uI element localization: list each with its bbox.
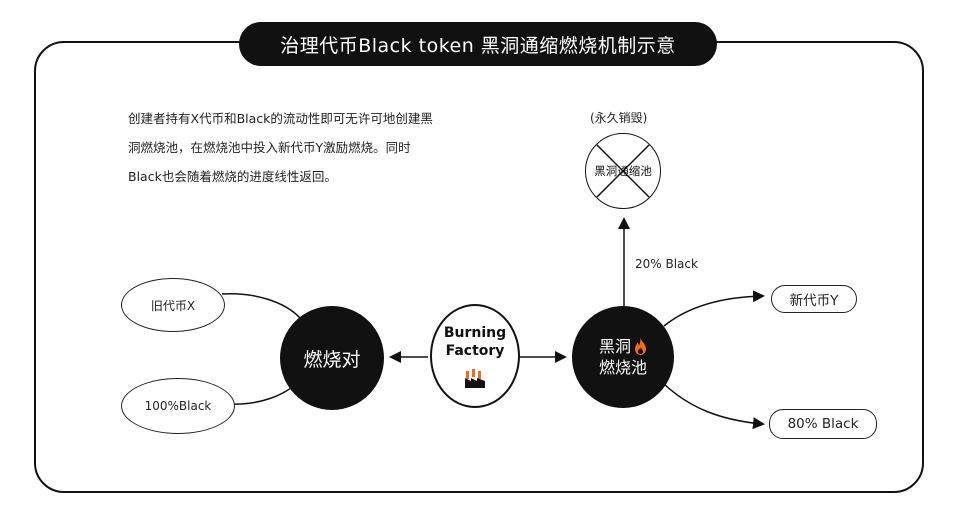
destroy-label: 黑洞通缩池	[594, 164, 652, 178]
burn-pair-node: 燃烧对	[280, 306, 384, 410]
flow-label-destroy: 20% Black	[635, 257, 698, 271]
arrow-pool-to-black-return	[663, 383, 765, 430]
diagram-title: 治理代币Black token 黑洞通缩燃烧机制示意	[239, 22, 717, 66]
description-line: Black也会随着燃烧的进度线性返回。	[128, 169, 337, 184]
factory-label-line1: Burning	[443, 325, 507, 341]
description-text: 创建者持有X代币和Black的流动性即可无许可地创建黑 洞燃烧池，在燃烧池中投入…	[128, 104, 488, 191]
connector-old-token-to-pair	[221, 293, 301, 319]
black-return-pill: 80% Black	[769, 409, 877, 439]
arrow-pool-to-new-token	[663, 290, 765, 327]
old-token-oval: 旧代币X	[121, 278, 225, 332]
pool-label-line1: 黑洞	[598, 337, 631, 356]
description-line: 创建者持有X代币和Black的流动性即可无许可地创建黑	[128, 111, 433, 126]
fire-icon	[634, 338, 647, 355]
factory-icon	[464, 368, 486, 388]
blackhole-pool-node: 黑洞 燃烧池	[572, 306, 674, 408]
cross-icon	[595, 143, 650, 198]
burning-factory-node: Burning Factory	[430, 304, 520, 408]
black-amount-oval: 100%Black	[121, 378, 235, 434]
description-line: 洞燃烧池，在燃烧池中投入新代币Y激励燃烧。同时	[128, 140, 411, 155]
factory-label-line2: Factory	[445, 343, 505, 359]
pool-label-line2: 燃烧池	[598, 358, 647, 377]
destroy-caption: (永久销毁)	[590, 111, 648, 125]
blackhole-deflation-pool: 黑洞通缩池	[585, 133, 661, 209]
new-token-pill: 新代币Y	[771, 285, 857, 313]
